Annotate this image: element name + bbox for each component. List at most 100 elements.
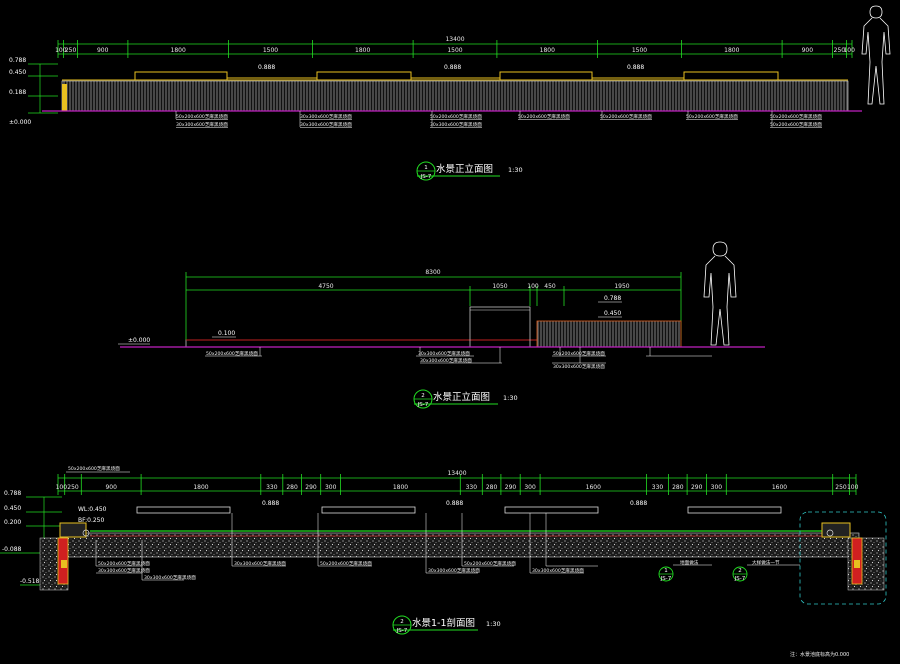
section-detail-callout-box xyxy=(799,511,887,605)
side-level-3: 0.788 xyxy=(604,295,621,302)
elevation-mark-sheet: JS-7 xyxy=(420,174,432,180)
elevation-surface-level-3: 0.888 xyxy=(627,64,644,71)
section-seg-8: 300 xyxy=(325,484,337,491)
section-seg-7: 290 xyxy=(305,484,317,491)
side-human-figure xyxy=(703,241,737,346)
elevation-note-5: 50x200x600芝麻黑烧面 xyxy=(430,113,482,120)
section-scale: 1:30 xyxy=(486,620,501,628)
side-seg-5: 1950 xyxy=(614,283,629,290)
section-seg-2: 250 xyxy=(67,484,79,491)
section-mark-sheet: JS-7 xyxy=(396,628,408,634)
section-seg-20: 250 xyxy=(835,484,847,491)
section-seg-3: 900 xyxy=(105,484,117,491)
elevation-seg-9: 1500 xyxy=(632,47,647,54)
section-material-notes: 50x200x600芝麻黑烧面30x300x600芝麻黑烧面30x300x600… xyxy=(98,560,584,581)
section-seg-4: 1800 xyxy=(193,484,208,491)
section-seg-16: 280 xyxy=(672,484,684,491)
section-note-5: 50x200x600芝麻黑烧面 xyxy=(320,560,372,567)
elevation-level-markers xyxy=(28,63,58,114)
elevation-note-9: 50x200x600芝麻黑烧面 xyxy=(686,113,738,120)
side-note-4: 50x200x600芝麻黑烧面 xyxy=(553,350,605,357)
elevation-level-2: 0.450 xyxy=(9,69,26,76)
section-title-block: 2 JS-7 水景1-1剖面图 1:30 xyxy=(392,615,501,635)
section-level-5: -0.518 xyxy=(20,578,40,585)
section-seg-14: 1600 xyxy=(586,484,601,491)
section-surface-levels: 0.888 0.888 0.888 xyxy=(262,500,647,507)
elevation-note-3: 30x300x600芝麻黑烧面 xyxy=(300,113,352,120)
elevation-coping-stones xyxy=(62,71,848,81)
elevation-seg-4: 1800 xyxy=(171,47,186,54)
section-note-4: 30x300x600芝麻黑烧面 xyxy=(234,560,286,567)
side-mark-number: 2 xyxy=(421,393,425,399)
section-level-3: 0.200 xyxy=(4,519,21,526)
side-seg-4: 450 xyxy=(544,283,556,290)
elevation-level-1: 0.788 xyxy=(9,57,26,64)
svg-text:JS-7: JS-7 xyxy=(660,576,672,582)
elevation-seg-2: 250 xyxy=(65,47,77,54)
elevation-surface-level-2: 0.888 xyxy=(444,64,461,71)
elevation-surface-level-1: 0.888 xyxy=(258,64,275,71)
section-top-note: 50x200x600芝麻黑烧面 xyxy=(68,465,120,472)
elevation-note-2: 30x300x600芝麻黑烧面 xyxy=(176,121,228,128)
side-note-3: 30x300x600芝麻黑烧面 xyxy=(420,357,472,364)
section-coping-stones xyxy=(136,506,782,514)
svg-text:JS-7: JS-7 xyxy=(734,576,746,582)
section-basin-body xyxy=(39,530,885,591)
section-detail-callout-1: 1 JS-7 地面做法 xyxy=(658,559,712,582)
section-level-4: -0.088 xyxy=(2,546,22,553)
section-note-1: 50x200x600芝麻黑烧面 xyxy=(98,560,150,567)
section-seg-5: 330 xyxy=(266,484,278,491)
svg-text:1: 1 xyxy=(664,568,668,574)
section-total-dim: 13400 xyxy=(447,470,466,477)
side-total-dim: 8300 xyxy=(425,269,440,276)
section-seg-15: 330 xyxy=(652,484,664,491)
elevation-total-dim: 13400 xyxy=(445,36,464,43)
side-seg-2: 1050 xyxy=(492,283,507,290)
svg-text:0.888: 0.888 xyxy=(262,500,279,507)
elevation-mark-number: 1 xyxy=(424,165,428,171)
elevation-note-4: 30x300x600芝麻黑烧面 xyxy=(300,121,352,128)
elevation-seg-3: 900 xyxy=(97,47,109,54)
elevation-note-6: 30x300x600芝麻黑烧面 xyxy=(430,121,482,128)
side-title: 水景正立面图 xyxy=(433,391,490,403)
side-basin xyxy=(185,306,682,348)
side-mark-sheet: JS-7 xyxy=(417,402,429,408)
elevation-human-figure xyxy=(861,5,891,105)
elevation-leader-lines xyxy=(175,111,822,128)
side-elevation-view: 8300 4750 1050 100 450 1950 ±0.000 0.100… xyxy=(118,241,765,409)
side-level-ticks xyxy=(118,301,622,345)
section-note-8: 30x300x600芝麻黑烧面 xyxy=(532,567,584,574)
side-level-4: 0.450 xyxy=(604,310,621,317)
section-seg-10: 330 xyxy=(466,484,478,491)
section-note-6: 30x300x600芝麻黑烧面 xyxy=(428,567,480,574)
elevation-seg-10: 1800 xyxy=(724,47,739,54)
section-note-7: 50x200x600芝麻黑烧面 xyxy=(464,560,516,567)
section-seg-13: 300 xyxy=(524,484,536,491)
section-note-2: 30x300x600芝麻黑烧面 xyxy=(98,567,150,574)
side-note-2: 30x300x600芝麻黑烧面 xyxy=(418,350,470,357)
elevation-level-3: 0.188 xyxy=(9,89,26,96)
elevation-seg-12: 250 xyxy=(834,47,846,54)
section-base-level: BF:0.250 xyxy=(78,517,104,524)
section-seg-6: 280 xyxy=(286,484,298,491)
section-water-level: WL:0.450 xyxy=(78,506,107,513)
elevation-note-10: 50x200x600芝麻黑烧面 xyxy=(770,113,822,120)
section-seg-1: 100 xyxy=(56,484,68,491)
side-title-block: 2 JS-7 水景正立面图 1:30 xyxy=(413,389,518,409)
side-seg-3: 100 xyxy=(527,283,539,290)
side-leader-lines xyxy=(205,347,712,364)
elevation-note-11: 50x200x600芝麻黑烧面 xyxy=(770,121,822,128)
section-seg-9: 1800 xyxy=(393,484,408,491)
section-title: 水景1-1剖面图 xyxy=(412,617,475,629)
svg-text:2: 2 xyxy=(738,568,742,574)
section-detail-callout-2: 2 JS-7 大样做法一节 xyxy=(732,559,800,582)
elevation-scale: 1:30 xyxy=(508,166,523,174)
section-seg-19: 1600 xyxy=(772,484,787,491)
section-left-curb xyxy=(57,522,90,585)
side-note-1: 50x200x600芝麻黑烧面 xyxy=(206,350,258,357)
section-level-2: 0.450 xyxy=(4,505,21,512)
